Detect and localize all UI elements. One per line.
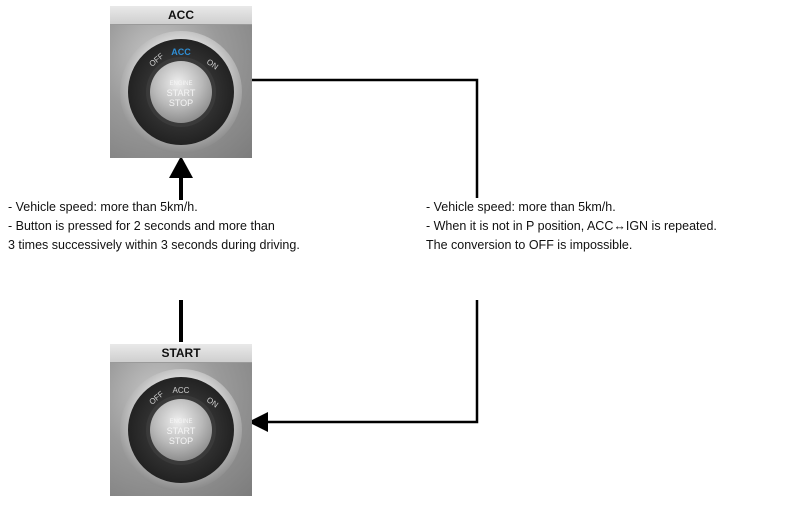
start-to-acc-condition-1: - Vehicle speed: more than 5km/h. <box>8 200 198 214</box>
start-to-acc-condition-2: - Button is pressed for 2 seconds and mo… <box>8 219 275 233</box>
acc-switch-face: OFF ACC ON ENGINE START STOP <box>110 25 252 158</box>
start-button-line-2: START <box>167 426 196 436</box>
acc-button-cap <box>150 61 212 123</box>
acc-switch-panel: ACC <box>110 6 252 158</box>
acc-to-start-line-lower <box>268 300 479 424</box>
start-button-cap <box>150 399 212 461</box>
acc-to-start-conditions: - Vehicle speed: more than 5km/h. - When… <box>426 198 717 255</box>
acc-ring-acc: ACC <box>171 47 191 57</box>
start-button-line-3: STOP <box>169 436 193 446</box>
acc-to-start-condition-3: The conversion to OFF is impossible. <box>426 238 633 252</box>
start-to-acc-condition-3: 3 times successively within 3 seconds du… <box>8 238 300 252</box>
acc-button-line-1: ENGINE <box>169 81 192 87</box>
acc-to-start-condition-1: - Vehicle speed: more than 5km/h. <box>426 200 616 214</box>
start-to-acc-conditions: - Vehicle speed: more than 5km/h. - Butt… <box>8 198 300 255</box>
acc-to-start-condition-2: - When it is not in P position, ACC↔IGN … <box>426 219 717 233</box>
engine-start-button-icon: OFF ACC ON ENGINE START STOP <box>120 369 242 491</box>
acc-to-start-line-upper <box>252 78 479 198</box>
engine-start-button-icon: OFF ACC ON ENGINE START STOP <box>120 31 242 153</box>
start-panel-title: START <box>110 344 252 363</box>
acc-to-start-arrowhead <box>248 412 268 432</box>
start-to-acc-arrowhead <box>169 156 193 178</box>
acc-panel-title: ACC <box>110 6 252 25</box>
start-ring-acc: ACC <box>173 386 190 395</box>
start-switch-panel: START <box>110 344 252 496</box>
start-switch-face: OFF ACC ON ENGINE START STOP <box>110 363 252 496</box>
acc-button-line-2: START <box>167 88 196 98</box>
start-button-line-1: ENGINE <box>169 419 192 425</box>
acc-button-line-3: STOP <box>169 98 193 108</box>
